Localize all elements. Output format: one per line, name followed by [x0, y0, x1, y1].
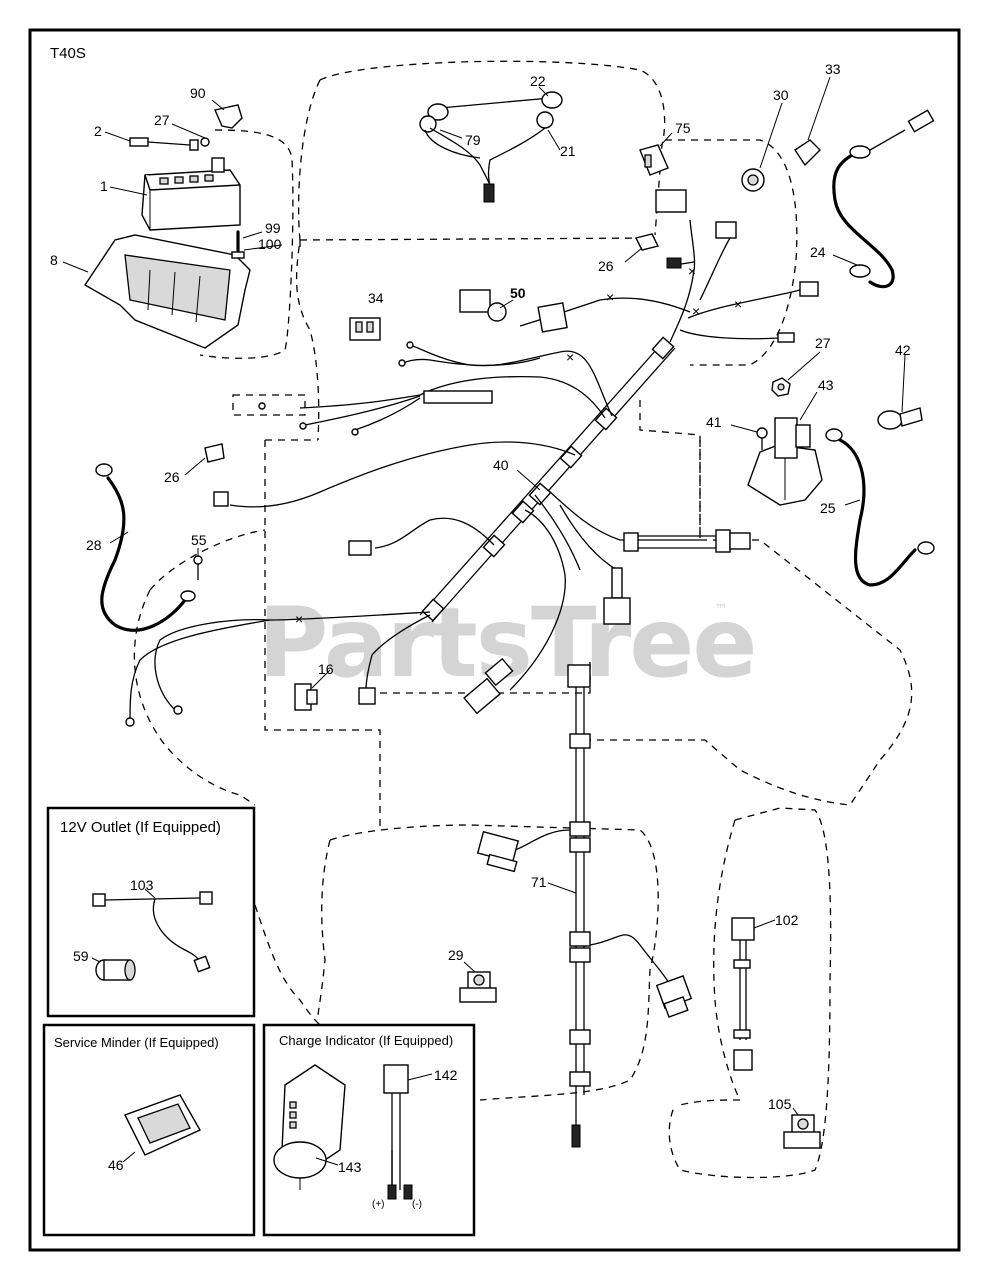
callout-27-right: 27 [815, 335, 831, 351]
callout-33: 33 [825, 61, 841, 77]
solenoid [747, 417, 823, 506]
callout-75: 75 [675, 120, 691, 136]
inset-charge-indicator: Charge Indicator (If Equipped) 143 142 (… [262, 1023, 476, 1237]
callout-42: 42 [895, 342, 911, 358]
inset-service-minder-title: Service Minder (If Equipped) [54, 1035, 219, 1050]
svg-text:×: × [295, 611, 303, 627]
callout-25: 25 [820, 500, 836, 516]
solenoid-cable [825, 428, 935, 587]
callout-28: 28 [86, 537, 102, 553]
callout-2: 2 [94, 123, 102, 139]
fuse-holder [794, 139, 821, 167]
diagram-frame [28, 28, 961, 1252]
relay [639, 144, 687, 213]
callout-29: 29 [448, 947, 464, 963]
callout-90: 90 [190, 85, 206, 101]
key-switch [741, 168, 765, 192]
callout-100: 100 [258, 236, 282, 252]
inset-12v-outlet: 12V Outlet (If Equipped) 103 59 [46, 806, 256, 1018]
callout-46: 46 [108, 1157, 124, 1173]
battery-tray [84, 234, 251, 349]
inset-charge-indicator-title: Charge Indicator (If Equipped) [279, 1033, 453, 1048]
leader-lines [62, 76, 906, 1116]
watermark: PartsTree ™ [258, 587, 757, 699]
callout-71: 71 [531, 874, 547, 890]
inset-service-minder: Service Minder (If Equipped) 46 [42, 1023, 256, 1237]
callout-30: 30 [773, 87, 789, 103]
bolt-41 [756, 427, 768, 450]
harness-102 [731, 917, 755, 1071]
dashed-outlines [133, 60, 913, 1179]
connector-26-top [634, 233, 660, 251]
callout-40: 40 [493, 457, 509, 473]
battery [129, 137, 241, 231]
connector-26-left [204, 443, 225, 463]
callout-55: 55 [191, 532, 207, 548]
callout-26-top: 26 [598, 258, 614, 274]
watermark-trademark: ™ [714, 602, 728, 618]
callout-41: 41 [706, 414, 722, 430]
headlights [419, 91, 563, 203]
inset-12v-outlet-title: 12V Outlet (If Equipped) [60, 819, 221, 836]
callout-103: 103 [130, 877, 154, 893]
diagram-code: T40S [50, 45, 86, 62]
svg-text:×: × [734, 296, 742, 312]
svg-text:×: × [688, 263, 696, 279]
callout-8: 8 [50, 252, 58, 268]
main-harness: × × × × × [125, 219, 819, 727]
callout-16: 16 [318, 661, 334, 677]
callout-142: 142 [434, 1067, 458, 1083]
ground-cable [95, 463, 196, 632]
callout-105: 105 [768, 1096, 792, 1112]
callout-50: 50 [510, 285, 526, 301]
terminal-positive: (+) [372, 1199, 385, 1210]
seat-harness [476, 664, 693, 1148]
cable-boot [877, 407, 923, 430]
nut-27 [771, 377, 791, 397]
switch-34 [349, 317, 381, 341]
battery-clip [214, 104, 243, 129]
callout-21: 21 [560, 143, 576, 159]
switch-105 [783, 1114, 821, 1149]
svg-text:×: × [566, 349, 574, 365]
screw-55 [193, 555, 203, 580]
callout-labels: 90 2 27 1 99 100 8 22 79 21 75 30 33 24 … [50, 61, 911, 1112]
svg-text:×: × [606, 289, 614, 305]
callout-24: 24 [810, 244, 826, 260]
callout-79: 79 [465, 132, 481, 148]
callout-27: 27 [154, 112, 170, 128]
callout-26-left: 26 [164, 469, 180, 485]
callout-34: 34 [368, 290, 384, 306]
callout-143: 143 [338, 1159, 362, 1175]
terminal-negative: (-) [412, 1199, 422, 1210]
callout-59: 59 [73, 948, 89, 964]
watermark-text: PartsTree [258, 587, 755, 699]
battery-bolt [231, 230, 245, 259]
switch-29 [459, 971, 497, 1003]
switch-16 [294, 683, 318, 711]
battery-cable [832, 109, 935, 289]
callout-22: 22 [530, 73, 546, 89]
svg-text:×: × [692, 303, 700, 319]
callout-1: 1 [100, 178, 108, 194]
callout-43: 43 [818, 377, 834, 393]
callout-99: 99 [265, 220, 281, 236]
callout-102: 102 [775, 912, 799, 928]
